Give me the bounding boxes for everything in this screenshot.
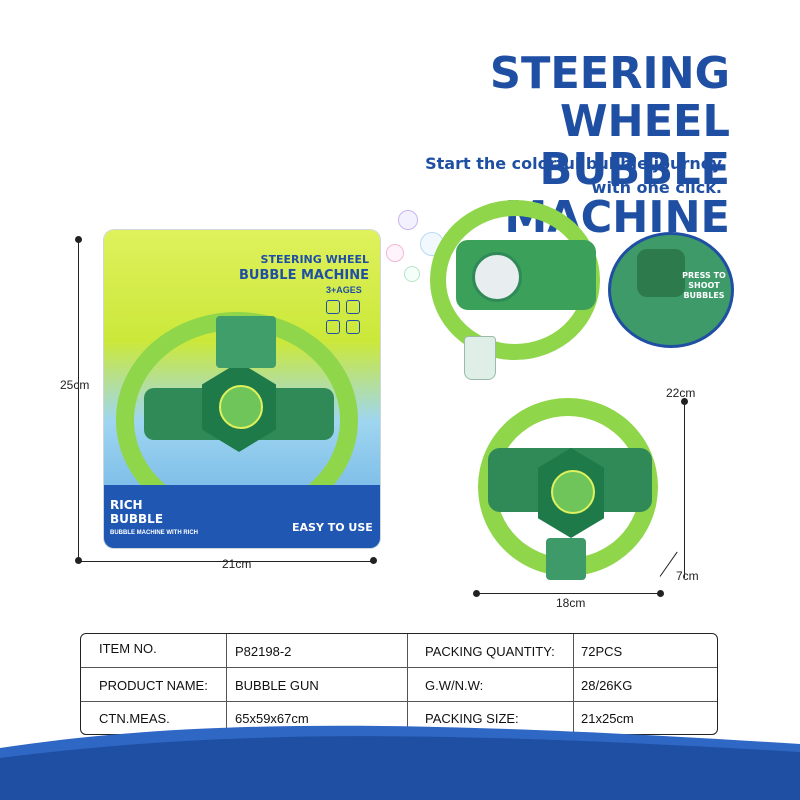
table-divider <box>573 634 574 734</box>
callout-label: PRESS TO SHOOT BUBBLES <box>673 271 731 301</box>
package-height-line <box>78 240 79 562</box>
product-width-line <box>476 593 662 594</box>
title-line-1: STEERING WHEEL <box>489 48 730 147</box>
bubble-liquid-bottle <box>216 316 276 368</box>
star-icon <box>326 320 340 334</box>
product-width-left-dot <box>473 590 480 597</box>
carton-measure-value: 65x59x67cm <box>235 711 309 726</box>
subtitle-line-2: with one click. <box>591 178 722 197</box>
subtitle-line-1: Start the colorful bubble journey <box>425 154 722 173</box>
packing-quantity-value: 72PCS <box>581 644 623 659</box>
package-height-bottom-dot <box>75 557 82 564</box>
side-view-bottle <box>464 336 496 380</box>
bulb-icon <box>346 320 360 334</box>
product-name-label: PRODUCT NAME: <box>99 678 208 693</box>
weight-value: 28/26KG <box>581 678 633 693</box>
front-view-base <box>546 538 586 580</box>
bubble-cluster <box>384 210 464 300</box>
package-width-label: 21cm <box>222 557 252 571</box>
bubble <box>404 266 420 282</box>
product-depth-label: 7cm <box>676 569 699 583</box>
callout-dinosaur-icon <box>637 249 685 297</box>
package-height-top-dot <box>75 236 82 243</box>
front-view-dinosaur-icon <box>551 470 595 514</box>
dinosaur-icon <box>219 385 263 429</box>
carton-measure-label: CTN.MEAS. <box>99 711 170 726</box>
table-divider <box>81 701 717 702</box>
packing-quantity-label: PACKING QUANTITY: <box>425 644 555 659</box>
package-width-line <box>78 561 374 562</box>
callout-line-3: BUBBLES <box>683 291 725 300</box>
age-badge: 3+AGES <box>326 285 362 295</box>
package-bottom-band <box>104 485 380 548</box>
press-to-shoot-callout: PRESS TO SHOOT BUBBLES <box>608 232 734 348</box>
table-divider <box>407 634 408 734</box>
product-width-label: 18cm <box>556 596 586 610</box>
item-no-label: ITEM NO. <box>99 641 157 656</box>
spec-table: ITEM NO. P82198-2 PACKING QUANTITY: 72PC… <box>80 633 718 735</box>
package-title-line-1: STEERING WHEEL <box>260 253 369 266</box>
packing-size-label: PACKING SIZE: <box>425 711 519 726</box>
package-width-right-dot <box>370 557 377 564</box>
table-divider <box>81 667 717 668</box>
subtitle: Start the colorful bubble journey with o… <box>360 152 722 200</box>
packing-size-value: 21x25cm <box>581 711 634 726</box>
product-height-top-dot <box>681 398 688 405</box>
product-height-label: 22cm <box>666 386 696 400</box>
product-depth-line <box>659 551 678 577</box>
callout-line-1: PRESS TO <box>682 271 726 280</box>
product-name-value: BUBBLE GUN <box>235 678 319 693</box>
callout-line-2: SHOOT <box>688 281 720 290</box>
hand-icon <box>346 300 360 314</box>
product-height-line <box>684 402 685 578</box>
package-title-line-2: BUBBLE MACHINE <box>239 268 369 283</box>
wave-dark <box>0 736 800 800</box>
bubble <box>398 210 418 230</box>
package-title: STEERING WHEEL BUBBLE MACHINE <box>219 252 369 284</box>
easy-to-use-label: EASY TO USE <box>292 521 373 534</box>
package-bottom-text: BUBBLE MACHINE WITH RICH <box>110 530 198 536</box>
bubble <box>386 244 404 262</box>
package-rich-line-1: RICH <box>110 498 143 512</box>
package-rich-text: RICH BUBBLE <box>110 498 163 526</box>
bubble-fan-icon <box>472 252 522 302</box>
item-no-value: P82198-2 <box>235 644 292 659</box>
package-height-label: 25cm <box>60 378 90 392</box>
person-icon <box>326 300 340 314</box>
table-divider <box>226 634 227 734</box>
package-card: STEERING WHEEL BUBBLE MACHINE 3+AGES RIC… <box>104 230 380 548</box>
feature-icon-row <box>326 300 366 340</box>
package-rich-line-2: BUBBLE <box>110 512 164 526</box>
bottom-wave <box>0 725 800 800</box>
weight-label: G.W/N.W: <box>425 678 484 693</box>
